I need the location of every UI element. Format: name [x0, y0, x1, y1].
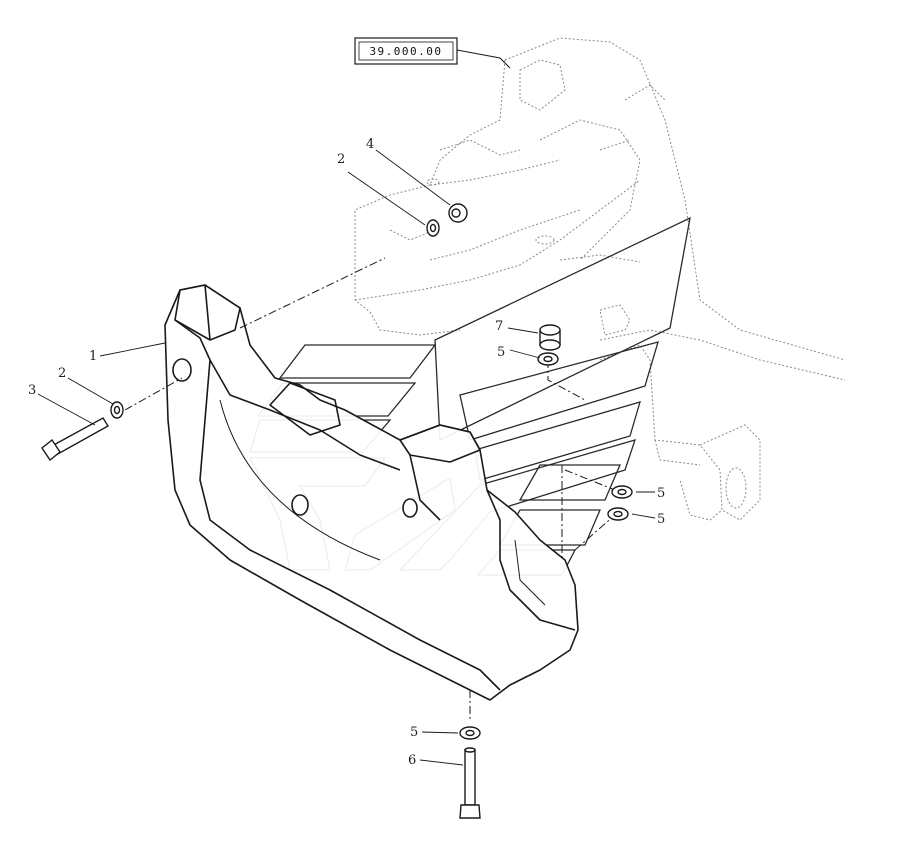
- callout-1-weight: 1: [89, 349, 97, 364]
- callout-5-washer-bottom: 5: [410, 725, 418, 740]
- washer-part-upper: [426, 219, 440, 237]
- washer-part-bottom: [459, 726, 481, 740]
- nut-part: [448, 203, 468, 223]
- reference-leader-line: [456, 49, 511, 69]
- bolt-part-left: [41, 417, 109, 462]
- callout-5-washer-right-b: 5: [657, 512, 665, 527]
- leader-lines: [37, 149, 656, 766]
- callout-7-plug: 7: [495, 319, 503, 334]
- callout-3-bolt-left: 3: [28, 383, 36, 398]
- plug-part: [539, 324, 561, 351]
- alignment-axes: [124, 257, 616, 720]
- callout-5-washer-right-a: 5: [657, 486, 665, 501]
- reference-box: 39.000.00: [354, 37, 458, 65]
- tractor-frame-outline: [354, 37, 846, 521]
- callout-4-nut: 4: [366, 137, 374, 152]
- weight-hole-right: [402, 498, 418, 518]
- washer-part-top: [537, 352, 559, 366]
- bolt-part-bottom: [459, 747, 481, 819]
- weight-hole-mid: [291, 494, 309, 516]
- washer-part-left: [110, 401, 124, 419]
- counterweight-body: [164, 284, 579, 701]
- washer-part-right-a: [611, 485, 633, 499]
- callout-2-washer-upper: 2: [337, 152, 345, 167]
- weight-hole-left: [172, 358, 192, 382]
- washer-part-right-b: [607, 507, 629, 521]
- reference-box-label: 39.000.00: [369, 45, 442, 58]
- callout-2-washer-left: 2: [58, 366, 66, 381]
- callout-6-bolt-bottom: 6: [408, 753, 416, 768]
- callout-5-washer-top: 5: [497, 345, 505, 360]
